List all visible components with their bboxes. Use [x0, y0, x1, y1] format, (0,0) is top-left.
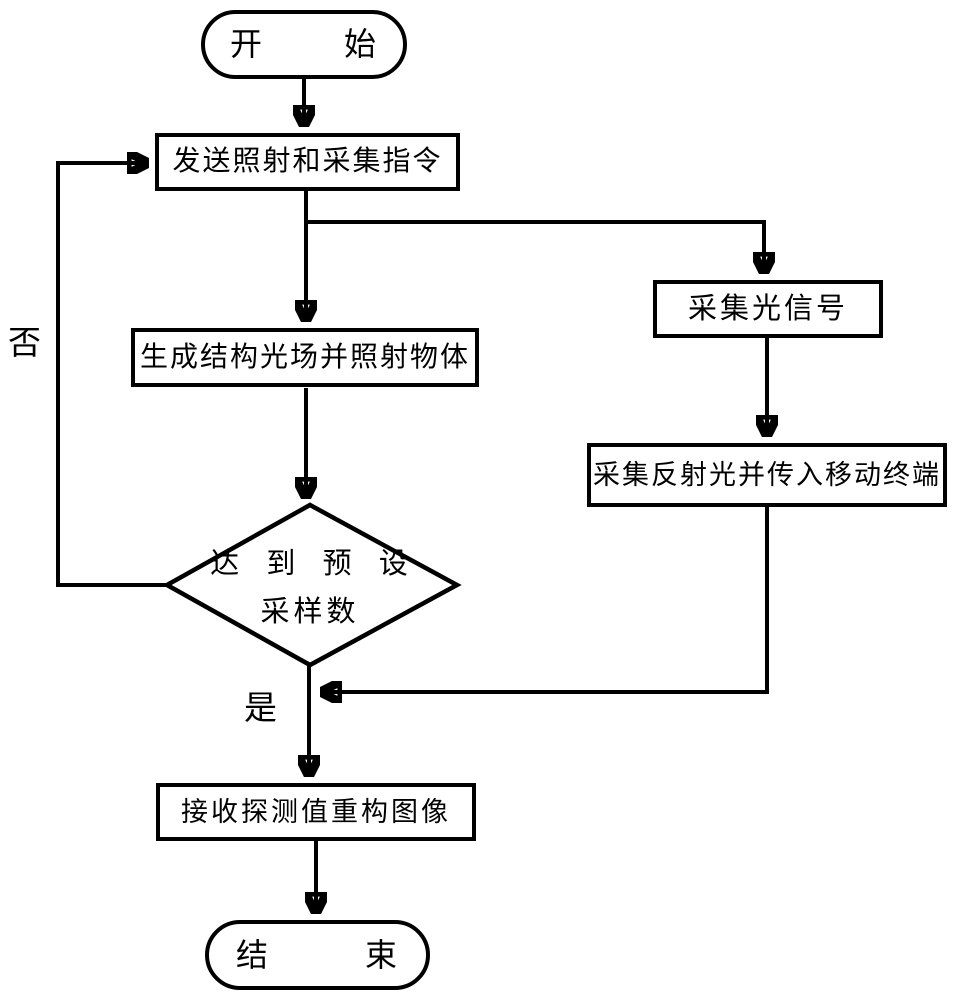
node-end-label: 结 束	[235, 936, 399, 973]
edge-label-no: 否	[8, 326, 41, 362]
node-collect-signal-label: 采集光信号	[687, 292, 848, 325]
edge-decision-no-feedback	[56, 163, 167, 587]
node-collect-signal: 采集光信号	[653, 280, 883, 338]
node-receive-reconstruct-label: 接收探测值重构图像	[181, 796, 451, 827]
node-send-command: 发送照射和采集指令	[155, 133, 460, 191]
node-collect-reflected-label: 采集反射光并传入移动终端	[593, 459, 941, 490]
node-decision-label-line1: 达 到 预 设	[210, 548, 410, 580]
node-generate-light-label: 生成结构光场并照射物体	[139, 341, 470, 373]
node-start: 开 始	[201, 10, 407, 79]
node-send-command-label: 发送照射和采集指令	[172, 146, 443, 178]
decision-diamond-shape	[162, 502, 462, 668]
node-decision: 达 到 预 设 采样数	[175, 507, 445, 663]
node-start-label: 开 始	[229, 26, 378, 63]
node-collect-reflected: 采集反射光并传入移动终端	[587, 443, 947, 507]
node-receive-reconstruct: 接收探测值重构图像	[156, 783, 476, 841]
edge-send-to-collect-signal	[306, 220, 764, 272]
edge-collect-reflected-join	[322, 507, 769, 692]
edge-label-yes: 是	[244, 691, 277, 727]
node-generate-light: 生成结构光场并照射物体	[131, 328, 479, 387]
node-end: 结 束	[205, 920, 430, 990]
node-decision-label-line2: 采样数	[260, 596, 360, 628]
